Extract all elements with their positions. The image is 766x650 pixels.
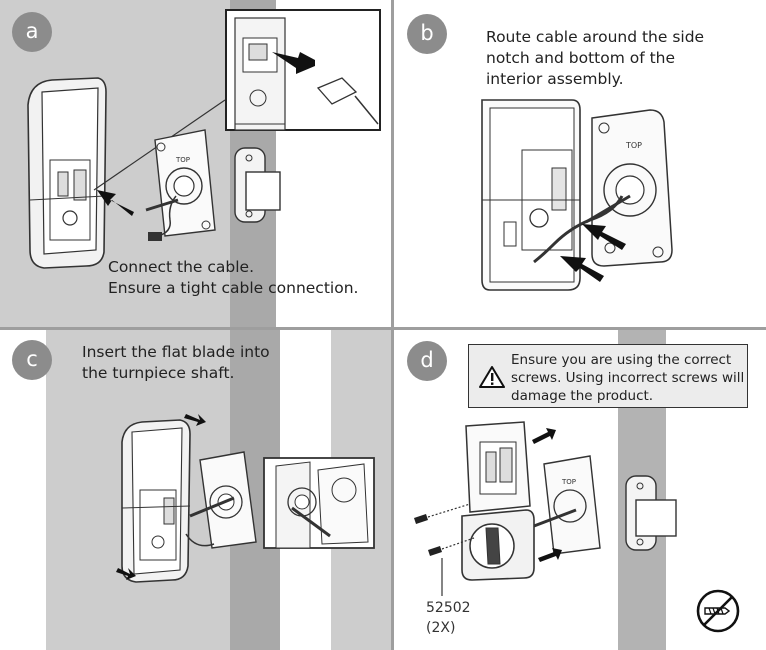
screw-quantity: (2X) — [426, 620, 456, 636]
step-b-caption: Route cable around the side notch and bo… — [486, 28, 705, 88]
svg-text:TOP: TOP — [561, 478, 576, 486]
warning-box: Ensure you are using the correct screws.… — [468, 344, 748, 408]
step-a-caption: Connect the cable. Ensure a tight cable … — [108, 258, 359, 297]
step-c-illustration — [46, 330, 391, 650]
step-panel-b: TOP b Route cable around the side notch … — [394, 0, 766, 327]
warning-icon — [479, 366, 505, 388]
step-panel-a: TOP a Connect the cable. Ensure a tight … — [0, 0, 391, 327]
svg-text:TOP: TOP — [625, 141, 642, 150]
step-b-illustration: TOP — [481, 99, 673, 291]
vertical-divider — [391, 0, 394, 650]
screw-part-label: 52502 (2X) — [426, 598, 471, 638]
horizontal-divider — [0, 327, 766, 330]
step-panel-c: c Insert the flat blade into the turnpie… — [0, 330, 391, 650]
step-badge-b: b — [407, 14, 447, 54]
no-drill-icon — [696, 589, 740, 633]
warning-text: Ensure you are using the correct screws.… — [511, 352, 745, 404]
screw-part-number: 52502 — [426, 600, 471, 616]
step-badge-a: a — [12, 12, 52, 52]
step-a-illustration: TOP — [0, 0, 391, 327]
step-badge-d: d — [407, 341, 447, 381]
step-panel-d: TOP d Ensure you are using the correct s… — [394, 330, 766, 650]
step-c-caption: Insert the flat blade into the turnpiece… — [82, 343, 270, 382]
svg-text:TOP: TOP — [175, 156, 190, 164]
step-badge-c: c — [12, 340, 52, 380]
